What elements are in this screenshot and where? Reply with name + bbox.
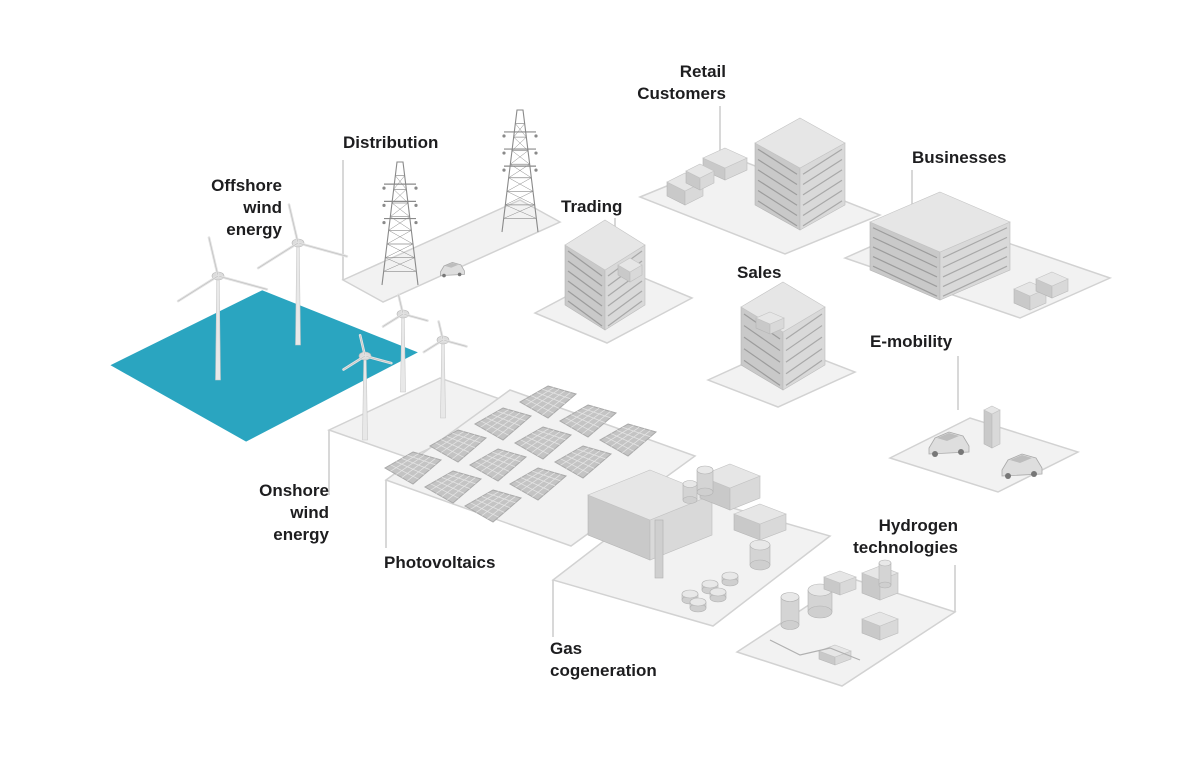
compressor-unit — [823, 570, 857, 596]
storage-unit — [1035, 271, 1069, 299]
solar-panel-icon — [508, 467, 568, 501]
storage-tank-icon — [721, 571, 739, 587]
storage-tank-icon — [878, 559, 892, 589]
solar-panel-icon — [558, 404, 618, 438]
wind-turbine-icon — [176, 236, 269, 381]
solar-panel-icon — [428, 429, 488, 463]
storage-tank-icon — [696, 465, 714, 497]
transmission-pylon-icon — [381, 161, 419, 286]
solar-panel-icon — [553, 445, 613, 479]
wind-turbine-icon — [342, 334, 393, 441]
exhaust-stack — [654, 519, 664, 579]
power-plant-building — [587, 469, 713, 561]
tile-hydrogen — [735, 577, 957, 687]
office-building-icon — [869, 191, 1011, 301]
label-businesses: Businesses — [912, 148, 1007, 167]
solar-panel-icon — [473, 407, 533, 441]
label-e-mobility: E-mobility — [870, 332, 953, 351]
solar-panel-icon — [598, 423, 658, 457]
car-icon — [1001, 453, 1043, 479]
storage-tank-icon — [807, 583, 833, 619]
electrolyzer-unit — [861, 611, 899, 641]
solar-panel-icon — [513, 426, 573, 460]
solar-panel-icon — [423, 470, 483, 504]
car-icon — [928, 431, 970, 457]
storage-tank-icon — [709, 587, 727, 603]
transmission-pylon-icon — [501, 109, 539, 233]
storage-tank-icon — [780, 592, 800, 630]
charging-station-icon — [983, 405, 1001, 449]
tank-array — [681, 571, 739, 613]
solar-panel-icon — [518, 385, 578, 419]
house-icon — [685, 163, 715, 191]
wind-turbine-icon — [381, 293, 429, 393]
label-sales: Sales — [737, 263, 782, 282]
house-icon — [702, 147, 748, 181]
solar-panel-icon — [383, 451, 443, 485]
storage-tank-icon — [749, 539, 771, 571]
generator-hall — [733, 503, 787, 541]
roof-unit — [617, 257, 643, 283]
storage-tank-icon — [689, 597, 707, 613]
storage-tank-icon — [682, 480, 698, 504]
apartment-building-icon — [754, 117, 846, 231]
scene-objects — [176, 109, 1069, 666]
tile-distribution — [341, 199, 562, 303]
label-distribution: Distribution — [343, 133, 439, 152]
label-photovoltaics: Photovoltaics — [384, 553, 496, 572]
wind-turbine-icon — [256, 203, 349, 346]
roof-unit — [755, 311, 785, 335]
solar-panel-icon — [463, 489, 523, 523]
label-trading: Trading — [561, 197, 623, 216]
wind-turbine-icon — [422, 320, 468, 419]
pipeline — [769, 639, 861, 661]
solar-panel-icon — [468, 448, 528, 482]
car-icon — [440, 261, 465, 278]
